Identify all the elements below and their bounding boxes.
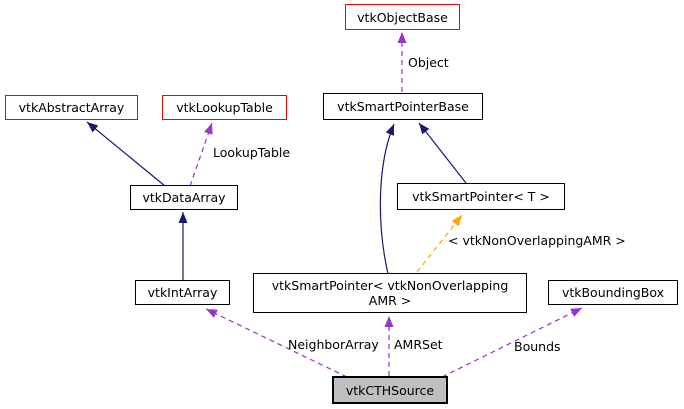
node-vtkabstractarray[interactable]: vtkAbstractArray: [5, 95, 138, 120]
node-vtksmartpointer-vtknonoverlappingamr[interactable]: vtkSmartPointer< vtkNonOverlapping AMR >: [253, 273, 527, 313]
edge-dataarray-lookuptable-vtklookuptable: [189, 122, 213, 187]
node-vtkcthsource-current: vtkCTHSource: [332, 376, 448, 404]
edge-smartpointeramr-template-smartpointert: [416, 214, 463, 273]
edge-smartpointeramr-inherits-smartpointerbase: [379, 123, 395, 275]
node-label-line2: AMR >: [368, 293, 412, 308]
edge-cthsource-neighborarray-vtkintarray: [205, 308, 348, 378]
edge-label-bounds: Bounds: [514, 339, 561, 354]
edge-label-neighborarray: NeighborArray: [288, 337, 379, 352]
node-label: vtkCTHSource: [345, 382, 435, 398]
node-vtkobjectbase[interactable]: vtkObjectBase: [345, 4, 460, 30]
node-label-line1: vtkSmartPointer< vtkNonOverlapping: [271, 278, 509, 293]
node-vtkboundingbox[interactable]: vtkBoundingBox: [548, 280, 678, 305]
node-vtksmartpointer-t[interactable]: vtkSmartPointer< T >: [397, 183, 565, 210]
edge-label-amrset: AMRSet: [394, 337, 443, 352]
node-label: vtkBoundingBox: [561, 285, 665, 300]
edge-label-template-args: < vtkNonOverlappingAMR >: [448, 233, 626, 248]
node-label: vtkSmartPointerBase: [337, 99, 469, 114]
edge-label-lookuptable: LookupTable: [213, 145, 291, 160]
node-label: vtkObjectBase: [357, 9, 448, 25]
node-vtkintarray[interactable]: vtkIntArray: [135, 280, 230, 305]
node-label: vtkSmartPointer< T >: [412, 189, 550, 204]
node-label: vtkLookupTable: [176, 100, 273, 115]
node-vtksmartpointerbase[interactable]: vtkSmartPointerBase: [323, 93, 483, 120]
node-label: vtkIntArray: [147, 285, 218, 300]
node-vtkdataarray[interactable]: vtkDataArray: [130, 185, 238, 210]
node-label: vtkDataArray: [142, 190, 226, 205]
edge-label-object: Object: [408, 55, 449, 70]
edge-cthsource-bounds-vtkboundingbox: [441, 307, 583, 378]
edge-dataarray-inherits-abstractarray: [86, 121, 166, 187]
node-label: vtkAbstractArray: [18, 100, 125, 115]
node-vtklookuptable[interactable]: vtkLookupTable: [162, 95, 287, 120]
edge-smartpointert-inherits-smartpointerbase: [418, 122, 467, 184]
